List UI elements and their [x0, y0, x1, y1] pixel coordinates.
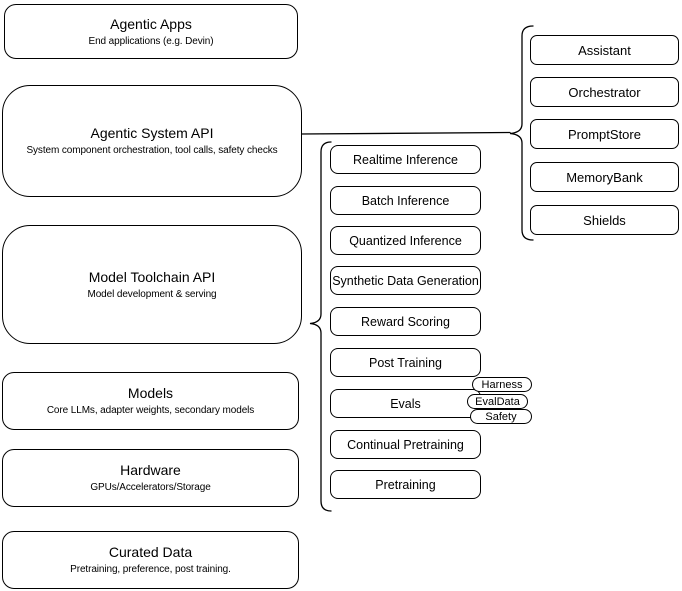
- toolchain-item-label: Continual Pretraining: [347, 437, 464, 452]
- component-orchestrator: Orchestrator: [530, 77, 679, 107]
- toolchain-item-label: Quantized Inference: [349, 233, 462, 248]
- box-title: Models: [127, 385, 174, 402]
- evals-tag-label: Safety: [485, 410, 517, 423]
- toolchain-item-label: Batch Inference: [361, 193, 450, 208]
- box-agentic-apps: Agentic Apps End applications (e.g. Devi…: [4, 4, 298, 59]
- box-title: Hardware: [120, 462, 181, 479]
- toolchain-item-quantized-inference: Quantized Inference: [330, 226, 481, 255]
- toolchain-item-post-training: Post Training: [330, 348, 481, 377]
- toolchain-item-batch-inference: Batch Inference: [330, 186, 481, 215]
- toolchain-item-pretraining: Pretraining: [330, 470, 481, 499]
- toolchain-item-label: Post Training: [369, 355, 442, 370]
- toolchain-item-label: Pretraining: [375, 477, 436, 492]
- connector-line-system-api: [300, 131, 511, 135]
- evals-tag-label: Harness: [481, 378, 523, 391]
- box-curated-data: Curated Data Pretraining, preference, po…: [2, 531, 299, 589]
- component-label: Shields: [583, 212, 626, 228]
- component-label: MemoryBank: [566, 169, 643, 185]
- toolchain-item-continual-pretraining: Continual Pretraining: [330, 430, 481, 459]
- toolchain-item-reward-scoring: Reward Scoring: [330, 307, 481, 336]
- component-promptstore: PromptStore: [530, 119, 679, 149]
- box-subtitle: Core LLMs, adapter weights, secondary mo…: [46, 405, 255, 417]
- box-subtitle: Pretraining, preference, post training.: [70, 564, 231, 576]
- box-subtitle: System component orchestration, tool cal…: [26, 145, 278, 157]
- toolchain-item-label: Realtime Inference: [353, 152, 458, 167]
- box-subtitle: Model development & serving: [87, 288, 217, 300]
- toolchain-item-label: Synthetic Data Generation: [332, 273, 479, 288]
- box-model-toolchain-api: Model Toolchain API Model development & …: [2, 225, 302, 344]
- box-hardware: Hardware GPUs/Accelerators/Storage: [2, 449, 299, 507]
- evals-tag-harness: Harness: [472, 377, 532, 392]
- box-subtitle: GPUs/Accelerators/Storage: [90, 482, 211, 494]
- component-assistant: Assistant: [530, 35, 679, 65]
- component-memorybank: MemoryBank: [530, 162, 679, 192]
- component-shields: Shields: [530, 205, 679, 235]
- toolchain-item-evals: Evals: [330, 389, 481, 418]
- component-label: PromptStore: [568, 126, 641, 142]
- brace-toolchain: [309, 141, 332, 512]
- box-agentic-system-api: Agentic System API System component orch…: [2, 85, 302, 197]
- toolchain-item-realtime-inference: Realtime Inference: [330, 145, 481, 174]
- box-title: Agentic Apps: [110, 15, 192, 32]
- box-title: Curated Data: [108, 544, 193, 561]
- toolchain-item-label: Evals: [390, 396, 421, 411]
- box-title: Agentic System API: [90, 125, 214, 142]
- component-label: Assistant: [578, 42, 631, 58]
- toolchain-item-synthetic-data-generation: Synthetic Data Generation: [330, 266, 481, 295]
- evals-tag-safety: Safety: [470, 409, 532, 424]
- component-label: Orchestrator: [568, 84, 641, 100]
- box-subtitle: End applications (e.g. Devin): [88, 35, 214, 47]
- box-title: Model Toolchain API: [88, 268, 216, 285]
- box-models: Models Core LLMs, adapter weights, secon…: [2, 372, 299, 430]
- evals-tag-label: EvalData: [475, 395, 520, 408]
- toolchain-item-label: Reward Scoring: [361, 314, 450, 329]
- evals-tag-evaldata: EvalData: [467, 394, 528, 409]
